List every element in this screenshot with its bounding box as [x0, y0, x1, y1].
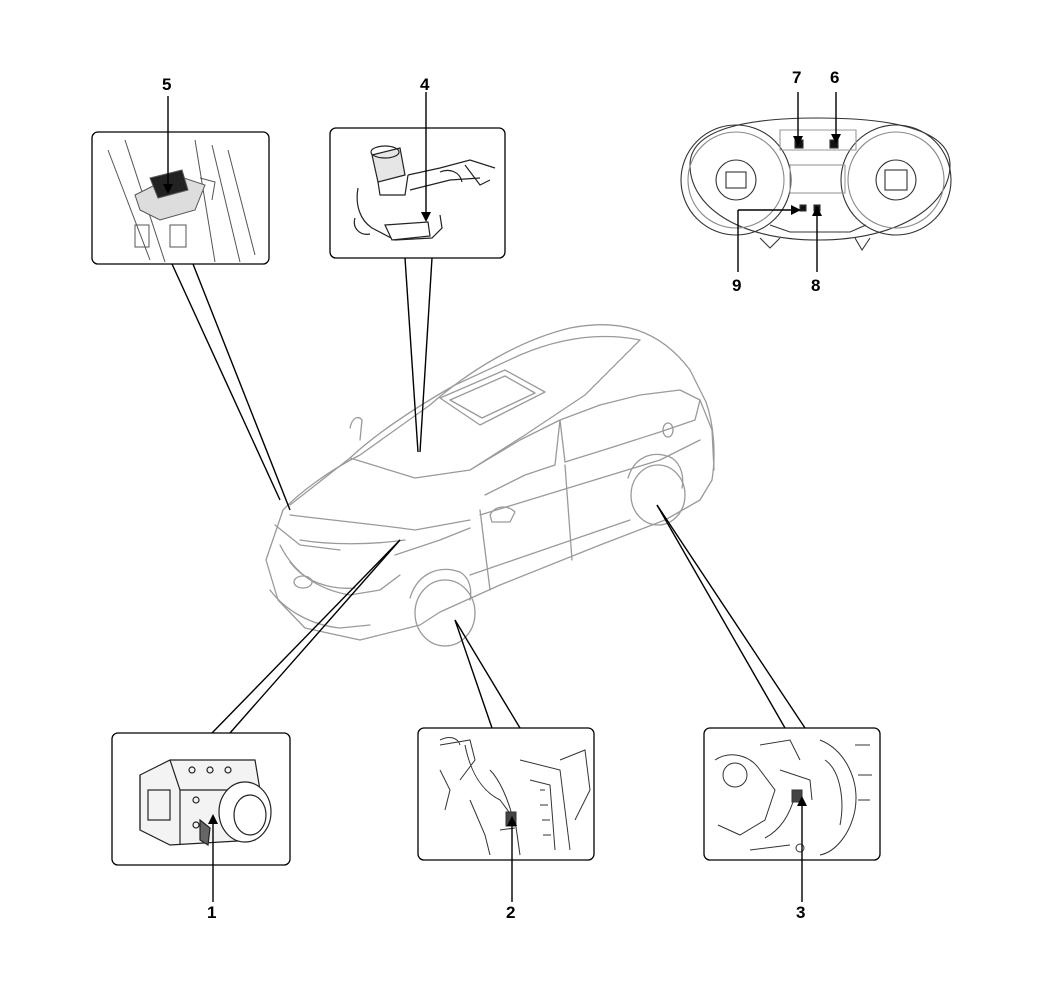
callout-9: 9 [732, 276, 742, 295]
inset-yaw-rate-sensor [91, 96, 270, 265]
callout-8: 8 [811, 276, 821, 295]
car-illustration [265, 324, 715, 647]
cluster-leader-lines [737, 92, 837, 272]
inset-rear-wheel-speed-sensor [703, 727, 881, 902]
instrument-cluster [680, 117, 952, 252]
callout-7: 7 [792, 68, 802, 87]
callout-6: 6 [830, 68, 840, 87]
inset-hecu-module [111, 732, 291, 902]
inset-front-wheel-speed-sensor [417, 727, 595, 902]
leader-lines [171, 257, 806, 734]
inset-steering-angle-sensor [329, 92, 506, 259]
callout-1: 1 [207, 903, 217, 922]
callout-3: 3 [796, 903, 806, 922]
callout-2: 2 [506, 903, 516, 922]
callout-5: 5 [162, 75, 172, 94]
cluster-arrowheads [791, 134, 841, 216]
callout-4: 4 [420, 75, 430, 94]
